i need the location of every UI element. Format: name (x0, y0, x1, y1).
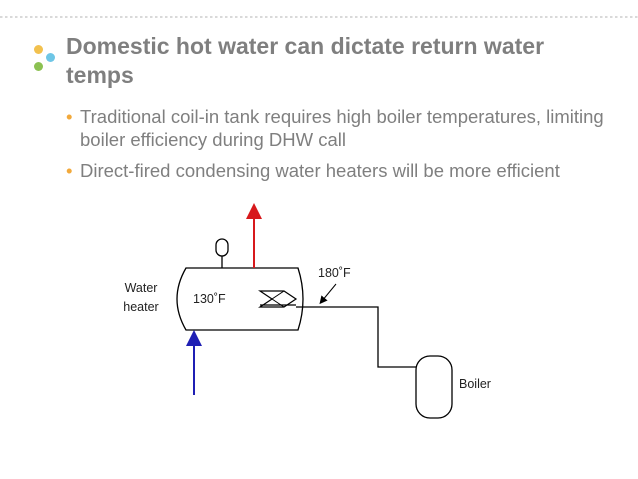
bullet-text: Traditional coil-in tank requires high b… (80, 106, 604, 150)
tank-temp-label: 130˚F (193, 292, 226, 306)
slide-title: Domestic hot water can dictate return wa… (66, 33, 545, 88)
bullet-item: • Direct-fired condensing water heaters … (66, 159, 626, 182)
boiler-icon (415, 355, 453, 419)
coil-line (271, 298, 285, 308)
bullet-list: • Traditional coil-in tank requires high… (66, 105, 626, 190)
supply-temp-pointer (319, 283, 337, 305)
water-heater-label-line1: Water (125, 281, 158, 295)
logo-dot-green (34, 62, 43, 71)
bullet-text: Direct-fired condensing water heaters wi… (80, 160, 560, 181)
logo-dot-yellow (34, 45, 43, 54)
water-heater-tank (176, 267, 304, 331)
water-heater-label-line2: heater (123, 300, 158, 314)
boiler-label: Boiler (459, 377, 491, 391)
logo-dots-icon (26, 40, 66, 80)
bullet-marker: • (66, 160, 73, 181)
boiler-supply-pipe (296, 306, 416, 368)
top-dotted-rule (0, 14, 638, 20)
logo-dot-blue (46, 53, 55, 62)
bullet-marker: • (66, 106, 73, 127)
relief-valve-icon (215, 238, 229, 257)
bullet-item: • Traditional coil-in tank requires high… (66, 105, 626, 151)
supply-temp-label: 180˚F (318, 266, 351, 280)
coil-line (271, 290, 285, 300)
